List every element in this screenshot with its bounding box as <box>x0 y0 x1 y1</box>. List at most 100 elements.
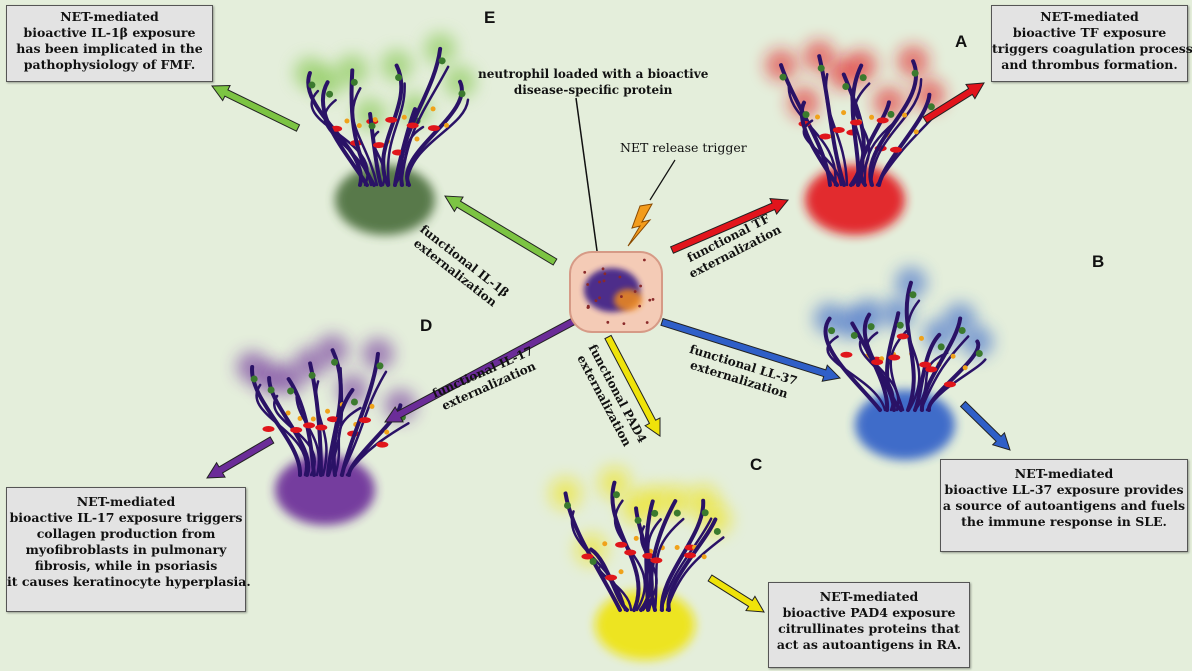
box-il17: NET-mediated bioactive IL-17 exposure tr… <box>6 487 251 612</box>
granule-dot <box>815 114 821 120</box>
net-pad4 <box>549 466 732 660</box>
protein-dot <box>308 81 316 89</box>
granule-dot <box>285 410 291 416</box>
arrow-tf-to-box <box>922 82 985 124</box>
cell-dot <box>586 283 590 286</box>
net-fiber <box>925 358 987 412</box>
arrow-il17-to-box-shape <box>206 436 275 479</box>
net-fiber <box>869 77 923 187</box>
cell-dot <box>602 279 606 283</box>
granule-dot <box>902 112 908 118</box>
granule-dot <box>913 129 919 135</box>
neutrophil-label-line-1: neutrophil loaded with a bioactive <box>478 67 709 81</box>
arrow-il1b-to-box <box>211 84 301 132</box>
protein-dot <box>887 110 895 118</box>
arrow-tf-to-box-shape <box>922 82 985 124</box>
histone-bead <box>832 126 845 133</box>
granule-dot <box>869 114 875 120</box>
histone-bead <box>290 427 303 434</box>
box-ll37-line: bioactive LL-37 exposure provides <box>944 482 1184 497</box>
box-pad4-line: NET-mediated <box>819 589 919 604</box>
protein-dot <box>589 558 597 566</box>
net-fiber <box>913 351 949 412</box>
cell-dot <box>648 298 652 302</box>
protein-dot <box>828 327 836 335</box>
granule-dot <box>841 110 847 116</box>
arrow-to-pad4-shape <box>604 334 661 437</box>
arrow-il1b-to-box-shape <box>211 84 301 132</box>
box-tf-line: triggers coagulation process <box>992 41 1192 56</box>
arrow-to-ll37 <box>660 318 842 382</box>
protein-dot <box>713 527 721 535</box>
granule-dot <box>430 106 436 112</box>
cell-dot <box>633 290 637 293</box>
granule-dot <box>297 415 303 421</box>
net-fiber <box>907 299 921 412</box>
box-il17-line: myofibroblasts in pulmonary <box>25 542 227 557</box>
histone-bead <box>819 133 832 140</box>
net-fiber <box>665 536 725 612</box>
protein-dot <box>287 387 295 395</box>
protein-dot <box>802 111 810 119</box>
cell-dot <box>598 280 601 284</box>
granule-dot <box>950 353 956 359</box>
box-tf-line: bioactive TF exposure <box>1012 25 1167 40</box>
granule-dot <box>674 545 680 551</box>
histone-bead <box>605 574 618 581</box>
cell-dot <box>618 275 622 279</box>
histone-bead <box>262 425 275 432</box>
protein-dot <box>350 398 358 406</box>
trigger-pointer-line <box>649 159 676 201</box>
granule-dot <box>918 335 924 341</box>
histone-bead <box>876 117 889 124</box>
cell-dot <box>586 304 590 308</box>
protein-dot <box>850 331 858 339</box>
protein-dot <box>438 57 446 65</box>
histone-bead <box>850 119 863 126</box>
box-ll37: NET-mediated bioactive LL-37 exposure pr… <box>940 459 1188 552</box>
histone-bead <box>650 557 663 564</box>
granule-dot <box>310 416 316 422</box>
granule-dot <box>443 122 449 128</box>
histone-bead <box>888 354 901 361</box>
box-ll37-line: NET-mediated <box>1014 466 1114 481</box>
arrow-to-tf <box>669 198 789 254</box>
box-tf: NET-mediated bioactive TF exposure trigg… <box>991 5 1192 82</box>
net-fiber <box>398 46 443 187</box>
box-il17-line: collagen production from <box>36 526 216 541</box>
histone-bead <box>896 333 909 340</box>
net-fiber <box>386 82 406 187</box>
histone-bead <box>683 552 696 559</box>
cell-dot <box>645 321 649 324</box>
granule-dot <box>325 408 331 414</box>
histone-bead <box>943 381 956 388</box>
protein-dot <box>350 78 358 86</box>
net-fiber <box>802 119 843 187</box>
net-fiber <box>597 566 633 612</box>
granule-dot <box>962 365 968 371</box>
box-il17-line: NET-mediated <box>76 494 176 509</box>
histone-bead <box>326 416 339 423</box>
arrow-pad4-to-box-shape <box>707 574 765 613</box>
protein-dot <box>842 83 850 91</box>
cell-dot <box>651 298 655 301</box>
protein-dot <box>927 103 935 111</box>
histone-bead <box>376 441 389 448</box>
histone-bead <box>925 366 938 373</box>
granule-dot <box>618 569 624 575</box>
protein-dot <box>896 321 904 329</box>
protein-dot <box>867 323 875 331</box>
box-pad4-line: act as autoantigens in RA. <box>776 637 962 652</box>
arrow-to-il1b-shape <box>444 195 558 266</box>
net-ll37 <box>813 266 994 460</box>
protein-dot <box>701 509 709 517</box>
protein-dot <box>911 69 919 77</box>
net-fiber <box>255 383 308 477</box>
arrow-to-pad4 <box>604 334 661 437</box>
net-fiber <box>919 335 970 412</box>
granule-dot <box>372 117 378 123</box>
protein-dot <box>458 90 466 98</box>
net-fiber <box>331 388 355 477</box>
net-fiber <box>824 72 849 187</box>
